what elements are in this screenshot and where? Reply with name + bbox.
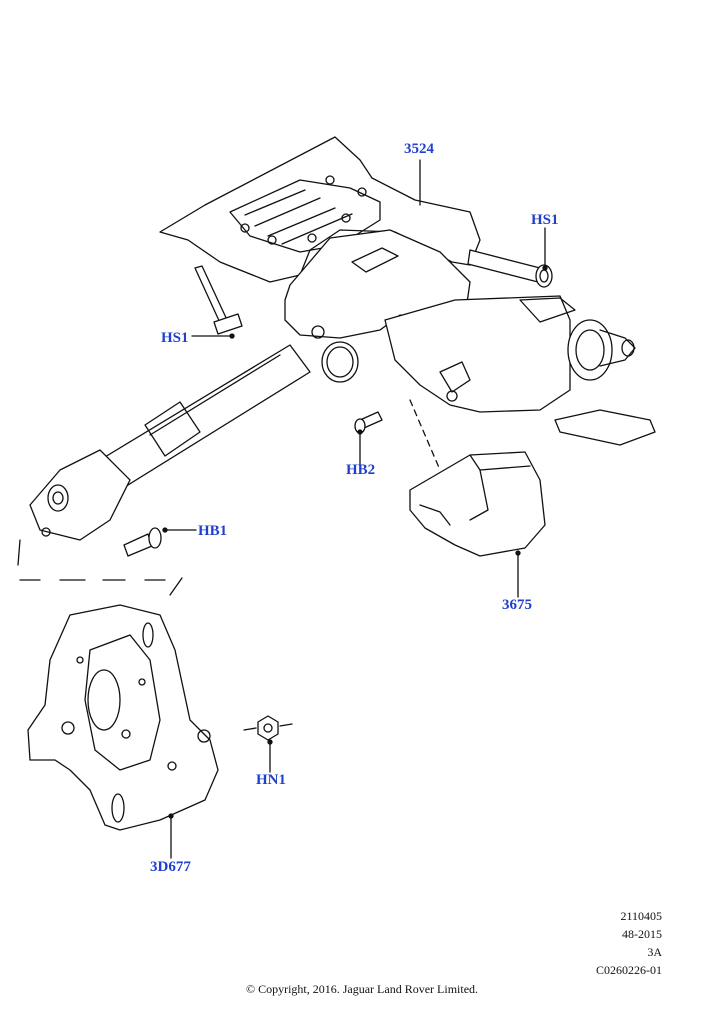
label-hb2[interactable]: HB2 [346, 462, 376, 478]
nut-hn1-drawing [243, 715, 293, 741]
bolt-hs1-left-drawing [194, 265, 243, 335]
meta-line-4: C0260226-01 [596, 963, 662, 977]
label-hb1[interactable]: HB1 [198, 523, 228, 539]
meta-line-3: 3A [647, 945, 662, 959]
label-3d677[interactable]: 3D677 [150, 859, 191, 875]
label-3675[interactable]: 3675 [502, 597, 532, 613]
label-3524[interactable]: 3524 [404, 141, 434, 157]
label-hn1[interactable]: HN1 [256, 772, 286, 788]
steering-shaft-drawing [17, 344, 311, 566]
meta-line-2: 48-2015 [622, 927, 662, 941]
shroud-3d677-drawing [27, 604, 219, 831]
label-hs1-left[interactable]: HS1 [161, 330, 189, 346]
bolt-hb2-drawing [354, 411, 383, 434]
bolt-hb1-drawing [123, 527, 162, 557]
column-housing-drawing [384, 295, 656, 446]
o-ring-drawing [321, 341, 359, 383]
module-3675-drawing [409, 399, 546, 557]
meta-line-1: 2110405 [620, 909, 662, 923]
label-hs1-right[interactable]: HS1 [531, 212, 559, 228]
copyright-text: © Copyright, 2016. Jaguar Land Rover Lim… [245, 982, 479, 996]
bolt-hs1-right-drawing [467, 249, 553, 288]
